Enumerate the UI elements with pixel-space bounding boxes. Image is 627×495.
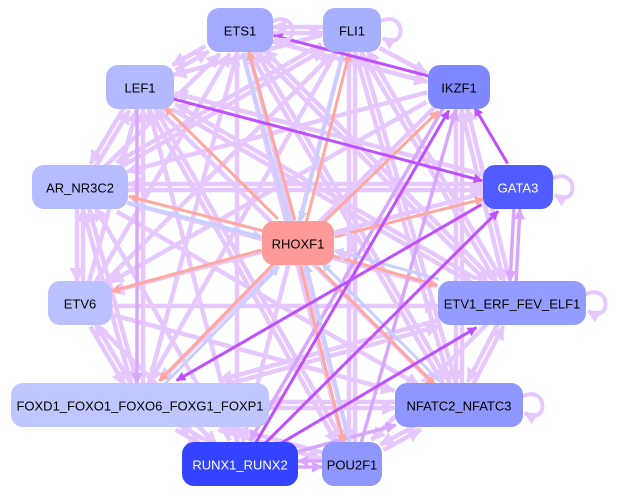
node-box <box>207 8 273 52</box>
edge-ar_nr3c2-to-nfatc2_nfatc3 <box>115 209 421 388</box>
edge-gata3-to-foxd1 <box>175 203 483 382</box>
node-label: AR_NR3C2 <box>46 181 114 196</box>
self-loop-rhoxf1 <box>331 230 356 263</box>
edge-ikzf1-to-etv1_erf_fev_elf1 <box>459 109 508 284</box>
node-box <box>106 65 174 109</box>
edge-ikzf1-to-etv6 <box>109 100 428 285</box>
node-foxd1-foxo1-foxo6-foxg1-foxp1[interactable]: FOXD1_FOXO1_FOXO6_FOXG1_FOXP1 <box>11 383 269 427</box>
edge-pou2f1-to-lef1 <box>153 106 345 442</box>
node-box <box>395 383 523 427</box>
edge-etv1_erf_fev_elf1-to-nfatc2_nfatc3 <box>465 322 500 383</box>
node-runx1-runx2[interactable]: RUNX1_RUNX2 <box>182 442 298 486</box>
edge-lef1-to-pou2f1 <box>147 109 339 445</box>
node-label: LEF1 <box>124 81 155 96</box>
node-box <box>323 8 381 52</box>
edge-etv1_erf_fev_elf1-to-rhoxf1 <box>333 247 440 281</box>
edge-rhoxf1-to-ar_nr3c2 <box>127 193 264 233</box>
node-box <box>11 383 269 427</box>
edge-fli1-to-ikzf1 <box>378 46 428 76</box>
node-box <box>428 65 490 109</box>
edge-rhoxf1-to-foxd1 <box>158 261 276 382</box>
edge-rhoxf1-to-lef1 <box>163 105 279 220</box>
edge-pou2f1-to-rhoxf1 <box>303 263 351 442</box>
self-loop-etv1_erf_fev_elf1 <box>583 290 608 323</box>
self-loop-gata3 <box>550 174 575 207</box>
edge-ets1-to-lef1 <box>171 44 207 67</box>
node-ar-nr3c2[interactable]: AR_NR3C2 <box>32 165 128 209</box>
edge-rhoxf1-to-etv6 <box>110 248 262 294</box>
edge-runx1_runx2-to-gata3 <box>263 210 500 446</box>
edge-rhoxf1-to-ikzf1 <box>321 110 440 225</box>
edge-nfatc2_nfatc3-to-etv1_erf_fev_elf1 <box>471 325 506 386</box>
node-label: FOXD1_FOXO1_FOXO6_FOXG1_FOXP1 <box>16 399 263 414</box>
edge-rhoxf1-to-pou2f1 <box>299 265 347 444</box>
node-label: POU2F1 <box>327 458 378 473</box>
node-layer: ETS1 FLI1 LEF1 IKZF1 AR_NR3C2 GATA3 RHOX… <box>11 8 586 486</box>
self-loop-fli1 <box>378 17 403 50</box>
edge-foxd1-to-rhoxf1 <box>162 266 280 387</box>
node-gata3[interactable]: GATA3 <box>483 165 553 209</box>
edge-ets1-to-rhoxf1 <box>241 52 292 223</box>
self-loop-nfatc2_nfatc3 <box>520 392 545 425</box>
node-ikzf1[interactable]: IKZF1 <box>428 65 490 109</box>
node-label: FLI1 <box>339 24 365 39</box>
edge-lef1-to-gata3 <box>172 97 484 184</box>
edge-runx1_runx2-to-ikzf1 <box>254 109 451 445</box>
edge-etv1_erf_fev_elf1-to-ets1 <box>262 48 494 281</box>
node-rhoxf1[interactable]: RHOXF1 <box>262 221 334 265</box>
edge-ikzf1-to-ets1 <box>272 33 430 78</box>
edge-ar_nr3c2-to-rhoxf1 <box>126 200 263 240</box>
edge-etv1_erf_fev_elf1-to-lef1 <box>174 102 477 281</box>
node-label: ETV1_ERF_FEV_ELF1 <box>444 297 581 312</box>
node-box <box>262 221 334 265</box>
node-box <box>483 165 553 209</box>
edge-rhoxf1-to-etv1_erf_fev_elf1 <box>332 254 439 288</box>
node-label: RUNX1_RUNX2 <box>192 458 287 473</box>
node-box <box>48 281 112 325</box>
node-label: NFATC2_NFATC3 <box>407 399 512 414</box>
edge-etv1_erf_fev_elf1-to-gata3 <box>513 208 525 282</box>
edge-lef1-to-etv1_erf_fev_elf1 <box>171 107 474 286</box>
edge-etv1_erf_fev_elf1-to-fli1 <box>365 49 504 281</box>
self-loop-layer <box>270 17 608 425</box>
node-box <box>182 442 298 486</box>
node-label: GATA3 <box>498 181 539 196</box>
edge-ar_nr3c2-to-lef1 <box>93 109 132 168</box>
node-lef1[interactable]: LEF1 <box>106 65 174 109</box>
node-nfatc2-nfatc3[interactable]: NFATC2_NFATC3 <box>395 383 523 427</box>
node-box <box>322 442 382 486</box>
edge-runx1_runx2-to-etv1_erf_fev_elf1 <box>277 326 478 446</box>
self-loop-ets1 <box>270 17 295 50</box>
edge-nfatc2_nfatc3-to-pou2f1 <box>379 422 419 447</box>
edge-nfatc2_nfatc3-to-ets1 <box>253 49 451 383</box>
node-ets1[interactable]: ETS1 <box>207 8 273 52</box>
edge-rhoxf1-to-gata3 <box>334 196 485 239</box>
edge-gata3-to-ikzf1 <box>473 106 509 165</box>
node-box <box>438 281 586 325</box>
edge-layer <box>69 19 525 473</box>
edge-rhoxf1-to-ets1 <box>246 50 297 221</box>
edge-rhoxf1-to-fli1 <box>305 51 352 223</box>
node-label: ETS1 <box>224 24 257 39</box>
node-etv1-erf-fev-elf1[interactable]: ETV1_ERF_FEV_ELF1 <box>438 281 586 325</box>
node-etv6[interactable]: ETV6 <box>48 281 112 325</box>
node-label: IKZF1 <box>441 81 476 96</box>
node-fli1[interactable]: FLI1 <box>323 8 381 52</box>
node-pou2f1[interactable]: POU2F1 <box>322 442 382 486</box>
edge-pou2f1-to-nfatc2_nfatc3 <box>382 427 422 453</box>
edge-fli1-to-foxd1 <box>147 49 339 383</box>
node-label: RHOXF1 <box>272 237 325 252</box>
node-box <box>32 165 128 209</box>
edge-ets1-to-etv1_erf_fev_elf1 <box>258 52 490 285</box>
edge-gata3-to-etv1_erf_fev_elf1 <box>505 208 517 282</box>
edge-fli1-to-ar_nr3c2 <box>115 42 323 165</box>
edge-etv6-to-nfatc2_nfatc3 <box>110 312 396 395</box>
edge-foxd1-to-ar_nr3c2 <box>85 206 140 383</box>
node-label: ETV6 <box>64 297 97 312</box>
edge-fli1-to-rhoxf1 <box>298 50 345 222</box>
